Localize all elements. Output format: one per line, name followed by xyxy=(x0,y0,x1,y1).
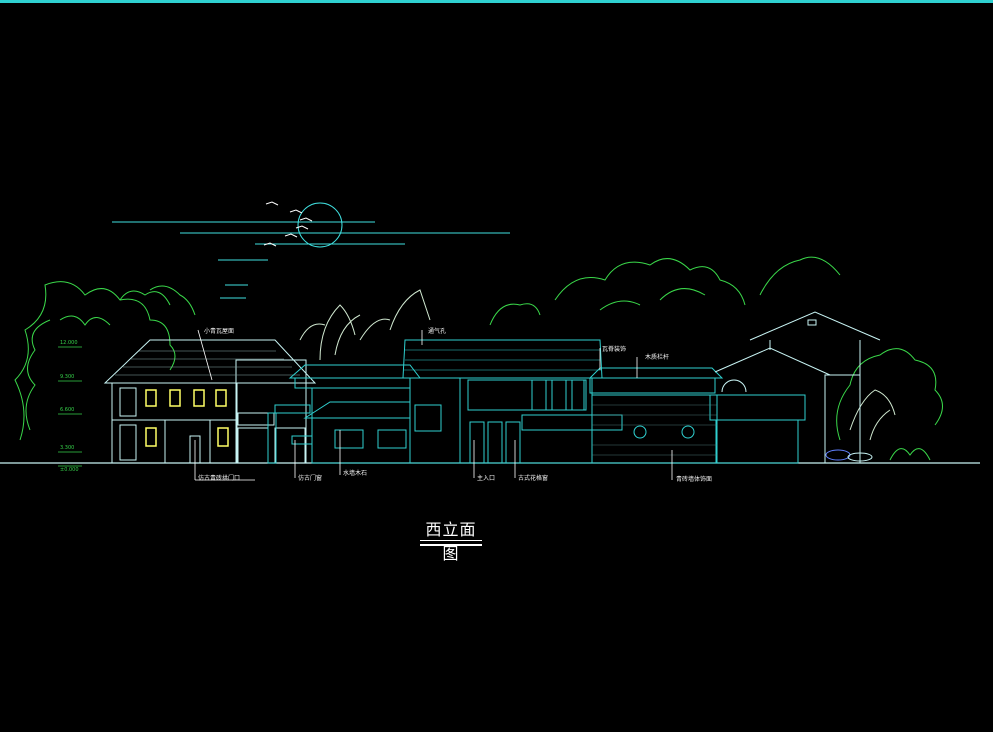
title-underline-thick xyxy=(420,544,482,546)
note-stone-door: 仿古青砖拱门口 xyxy=(198,475,241,482)
note-water-feature: 水墙木石 xyxy=(343,470,368,477)
level-label: 9.300 xyxy=(60,374,75,380)
bamboo xyxy=(299,289,896,441)
moon-icon xyxy=(297,202,343,248)
gable-house xyxy=(714,311,881,464)
note-stone-wall: 青砖墙体饰面 xyxy=(676,476,713,483)
middle-buildings xyxy=(267,364,422,464)
note-window-frame: 古式花格窗 xyxy=(518,475,549,482)
stone-wall-texture xyxy=(592,404,717,456)
note-wood-door: 仿古门窗 xyxy=(298,475,323,482)
note-roof-ridge: 瓦脊装饰 xyxy=(602,346,627,353)
moon-and-sky xyxy=(112,202,510,299)
shrubs xyxy=(825,448,931,462)
level-marks xyxy=(58,346,82,467)
leader-lines xyxy=(194,329,673,481)
note-gable: 通气孔 xyxy=(428,328,447,335)
lit-windows xyxy=(145,389,229,447)
level-label: 6.600 xyxy=(60,407,75,413)
top-border xyxy=(0,0,993,3)
title-underline xyxy=(420,540,482,541)
level-label: 12.000 xyxy=(60,340,78,346)
level-label: ±0.000 xyxy=(60,467,79,473)
birds-icon xyxy=(263,201,313,247)
note-main-entry: 主入口 xyxy=(477,475,496,482)
note-roof-tile: 小青瓦屋面 xyxy=(204,328,235,335)
left-house-roof-tiles xyxy=(115,350,300,376)
drawing-title: 西立面图 xyxy=(425,520,477,563)
main-hall xyxy=(402,339,623,464)
level-label: 3.300 xyxy=(60,445,75,451)
main-hall-roof-tiles xyxy=(404,349,601,371)
note-wood-rail: 木质栏杆 xyxy=(645,354,670,361)
left-gate xyxy=(164,419,211,464)
trees xyxy=(14,256,943,441)
right-wing xyxy=(588,367,806,464)
